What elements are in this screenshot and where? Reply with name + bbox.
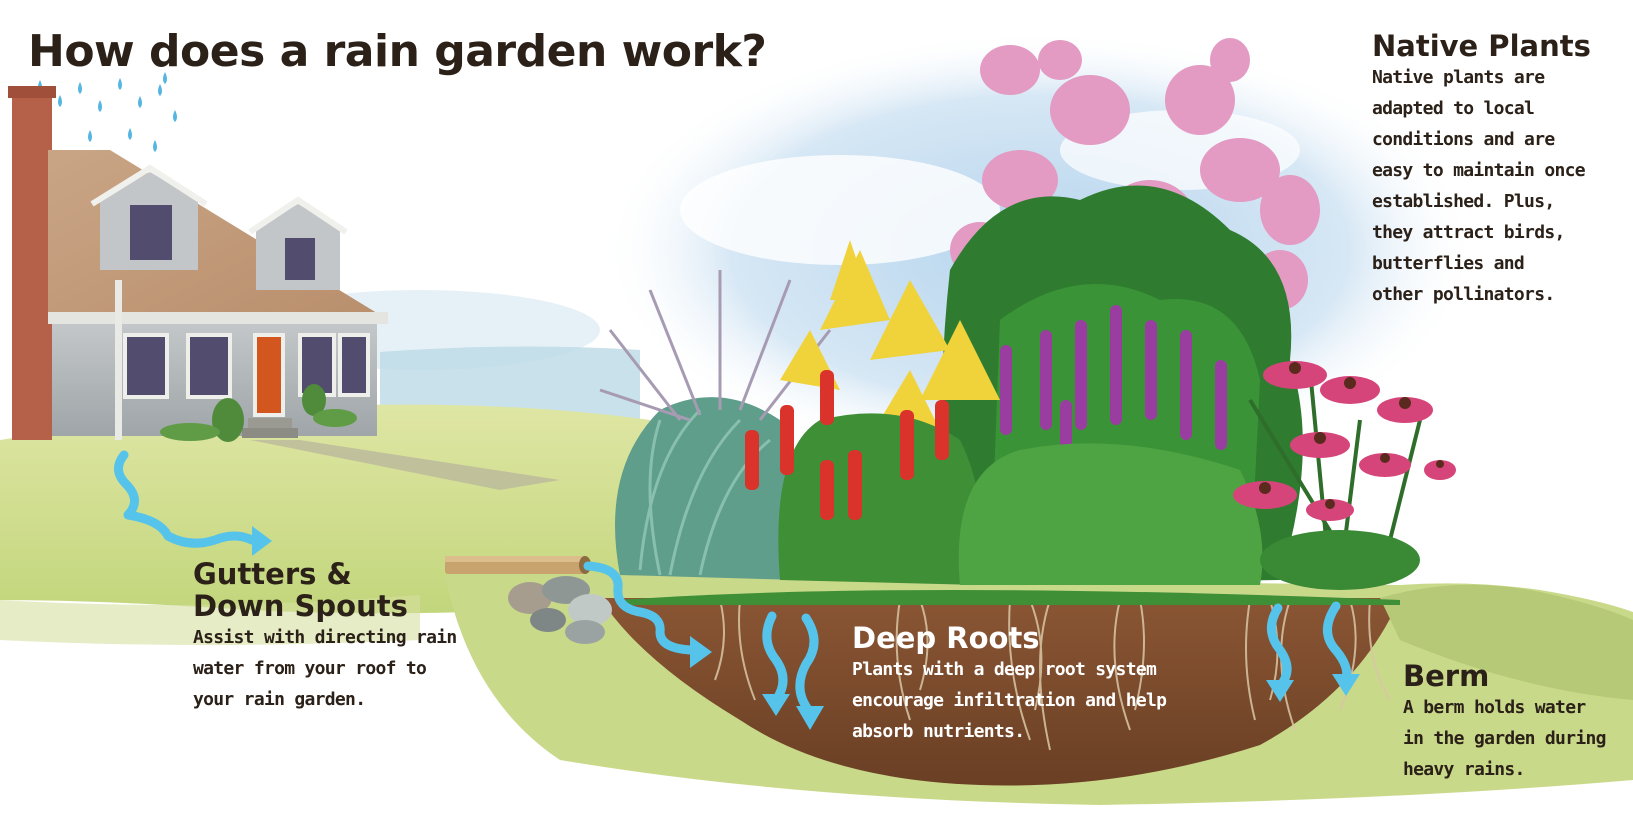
house-illustration xyxy=(8,86,388,442)
berm-callout: Berm A berm holds water in the garden du… xyxy=(1403,660,1606,785)
gutters-heading-line-2: Down Spouts xyxy=(193,590,457,622)
deep-roots-description: Plants with a deep root system encourage… xyxy=(852,654,1166,747)
native-plants-callout: Native Plants Native plants are adapted … xyxy=(1372,30,1591,310)
berm-description: A berm holds water in the garden during … xyxy=(1403,692,1606,785)
deep-roots-heading: Deep Roots xyxy=(852,622,1166,654)
native-plants-description: Native plants are adapted to local condi… xyxy=(1372,62,1591,310)
gutters-heading-line-1: Gutters & xyxy=(193,558,457,590)
deep-roots-callout: Deep Roots Plants with a deep root syste… xyxy=(852,622,1166,747)
drain-pipe xyxy=(445,556,591,574)
page-title: How does a rain garden work? xyxy=(28,30,766,74)
gutters-description: Assist with directing rain water from yo… xyxy=(193,622,457,715)
native-plants-heading: Native Plants xyxy=(1372,30,1591,62)
berm-heading: Berm xyxy=(1403,660,1606,692)
gutters-callout: Gutters & Down Spouts Assist with direct… xyxy=(193,558,457,715)
